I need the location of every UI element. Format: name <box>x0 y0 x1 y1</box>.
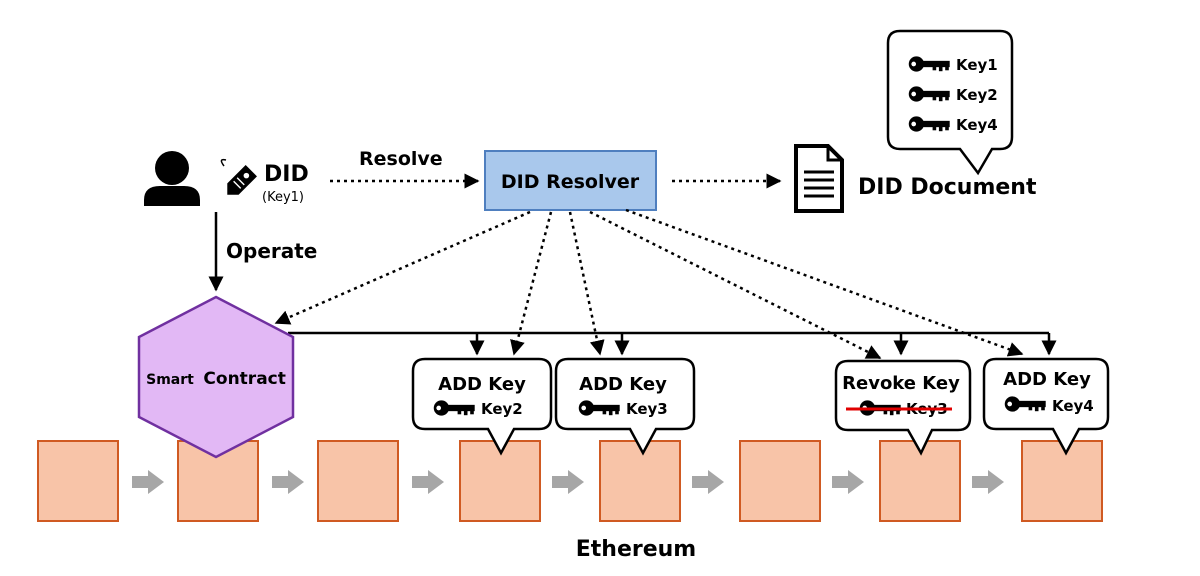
block-1 <box>37 440 119 522</box>
did-key-label: (Key1) <box>262 190 304 205</box>
op-4-title: ADD Key <box>1003 369 1091 390</box>
did-label: DID <box>264 162 309 187</box>
block-5 <box>599 440 681 522</box>
block-7 <box>879 440 961 522</box>
blocks <box>37 440 1103 522</box>
op-1-title: ADD Key <box>438 374 526 395</box>
contract-bus <box>288 331 1057 356</box>
op-2-title: ADD Key <box>579 374 667 395</box>
did-resolver-label: DID Resolver <box>501 171 640 193</box>
tag-icon <box>227 165 257 195</box>
smart-contract-label-small: Smart <box>146 372 194 388</box>
block-4 <box>459 440 541 522</box>
tag-string <box>220 158 227 167</box>
op-2-key: Key3 <box>626 400 668 418</box>
op-bubble-2: ADD Key Key3 <box>554 357 696 456</box>
op-1-key: Key2 <box>481 400 523 418</box>
document-icon <box>794 144 844 213</box>
op-bubble-4: ADD Key Key4 <box>982 357 1110 456</box>
document-key-list: Key1 Key2 Key4 <box>908 56 998 134</box>
ethereum-label: Ethereum <box>576 537 696 562</box>
did-resolver-box[interactable] <box>484 150 657 211</box>
user-icon <box>144 151 200 206</box>
did-document-label: DID Document <box>858 175 1037 200</box>
block-8 <box>1021 440 1103 522</box>
resolve-label: Resolve <box>359 148 443 170</box>
block-6 <box>739 440 821 522</box>
op-4-key: Key4 <box>1052 397 1094 415</box>
smart-contract-hexagon[interactable] <box>137 295 295 459</box>
smart-contract-label: Smart Contract <box>146 369 286 389</box>
document-key-2: Key2 <box>956 86 998 104</box>
operate-label: Operate <box>226 239 317 263</box>
chain-arrows <box>132 470 1004 494</box>
op-bubble-1: ADD Key Key2 <box>411 357 553 456</box>
document-key-1: Key1 <box>956 56 998 74</box>
smart-contract-label-big: Contract <box>203 369 285 389</box>
op-bubble-3: Revoke Key Key3 <box>834 359 972 456</box>
block-3 <box>317 440 399 522</box>
document-key-3: Key4 <box>956 116 998 134</box>
resolver-query-arrows <box>274 208 1024 360</box>
op-3-title: Revoke Key <box>842 373 960 394</box>
